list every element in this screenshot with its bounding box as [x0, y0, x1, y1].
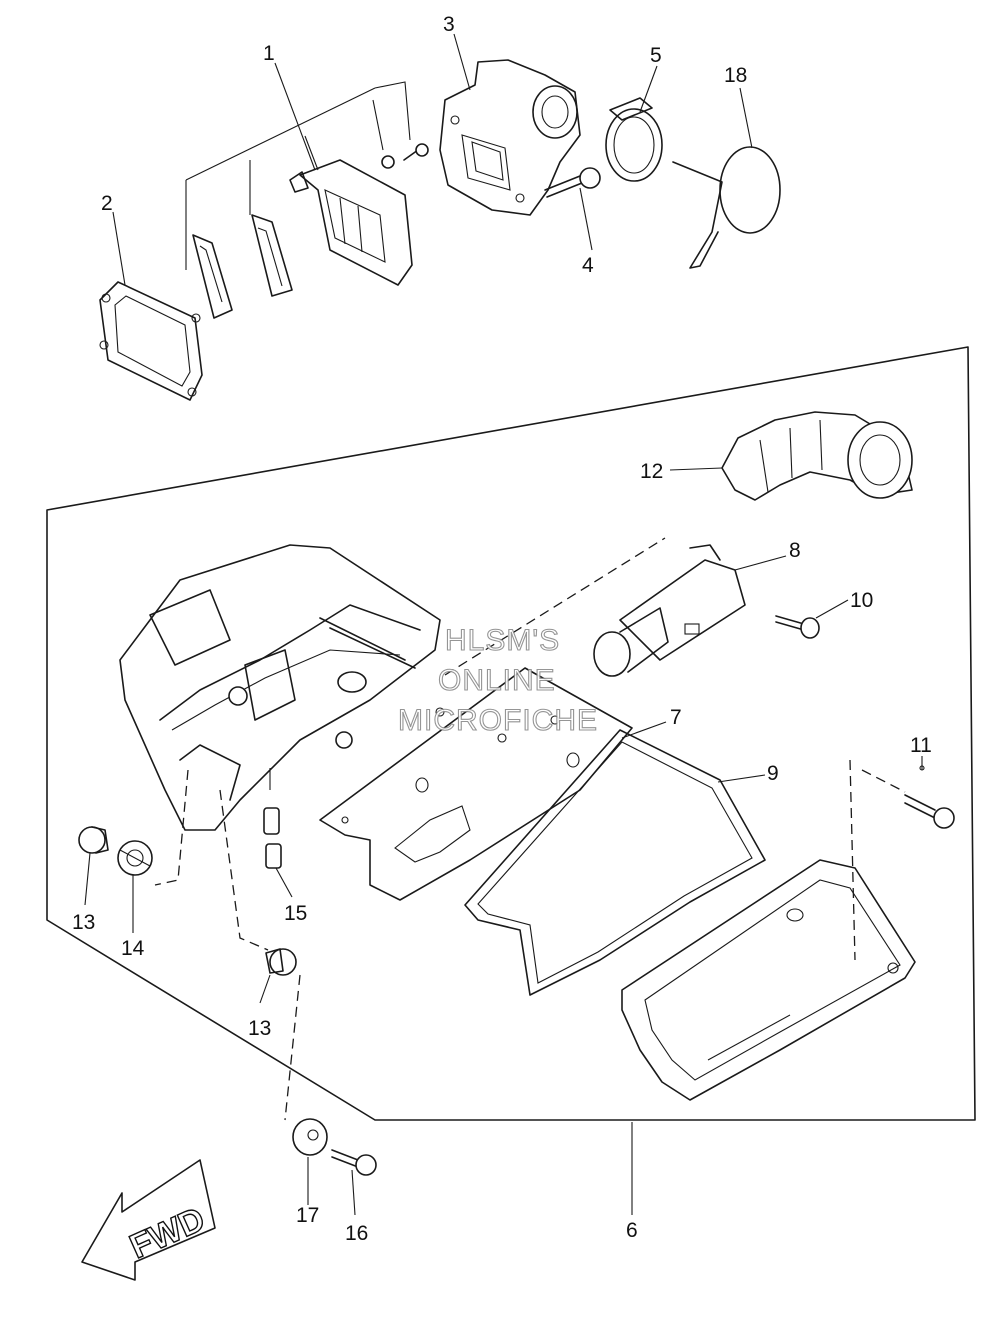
fwd-arrow-icon: FWD [81, 1159, 216, 1281]
part-17-washer [292, 1118, 328, 1156]
part-14-grommet [117, 840, 153, 876]
part-13-collar-lower [265, 948, 297, 976]
callout-17: 17 [296, 1204, 319, 1227]
assembly-line-6 [861, 769, 906, 793]
assembly-line-5 [849, 759, 856, 961]
part-12-elbow-joint [721, 411, 913, 501]
part-2-gasket [99, 281, 203, 401]
callout-18: 18 [724, 64, 747, 87]
assembly-line-1 [154, 769, 189, 886]
part-4-bolt [544, 167, 601, 198]
callout-15: 15 [284, 902, 307, 925]
callout-16: 16 [345, 1222, 368, 1245]
callout-9: 9 [767, 762, 779, 785]
assembly-line-2 [219, 789, 269, 951]
callout-7: 7 [670, 706, 682, 729]
callout-5: 5 [650, 44, 662, 67]
part-15-tubes [263, 768, 282, 869]
callout-8: 8 [789, 539, 801, 562]
callout-12: 12 [640, 460, 663, 483]
assembly-line-4 [444, 537, 666, 676]
callout-11: 11 [910, 734, 932, 757]
callout-3: 3 [443, 13, 455, 36]
callout-2: 2 [101, 192, 113, 215]
leader-lines [84, 33, 923, 1216]
part-10-screw [775, 615, 820, 639]
air-box-housing [119, 544, 441, 831]
part-3-manifold [439, 59, 581, 216]
part-8-intake-tube [593, 544, 746, 677]
part-5-clamp [605, 97, 663, 182]
callout-6: 6 [626, 1219, 638, 1242]
callout-10: 10 [850, 589, 873, 612]
assembly-line-3 [284, 974, 301, 1121]
callout-14: 14 [121, 937, 145, 960]
part-11-screw [904, 765, 955, 829]
part-16-screw [331, 1149, 377, 1176]
part-1-reed-valve [185, 81, 429, 319]
part-7-filter-plate [319, 667, 633, 901]
callout-13-left: 13 [72, 911, 95, 934]
assembly-frame [46, 346, 976, 1121]
part-13-collar-left [78, 826, 109, 854]
callout-13-lower: 13 [248, 1017, 271, 1040]
callout-1: 1 [263, 42, 275, 65]
watermark: HLSM'S ONLINE MICROFICHE [397, 623, 598, 737]
watermark-line-1: HLSM'S [445, 624, 560, 657]
part-9-sealing-ring [464, 729, 766, 996]
watermark-line-3: MICROFICHE [398, 704, 598, 737]
callout-4: 4 [582, 254, 594, 277]
part-18-wire-clip [672, 146, 781, 269]
air-box-cover [621, 859, 916, 1101]
watermark-line-2: ONLINE [438, 664, 556, 697]
